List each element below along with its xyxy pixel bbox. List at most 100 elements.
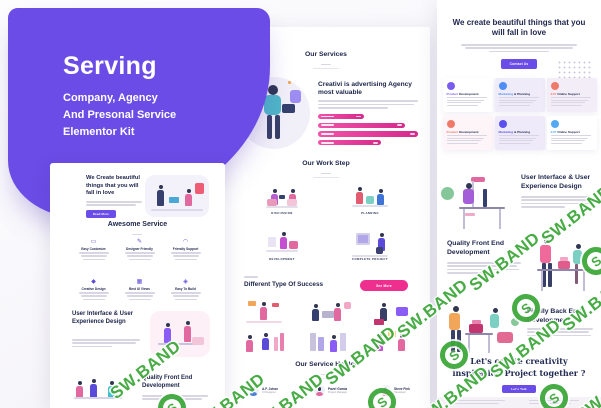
left-uiux-title: User Interface & User Experience Design: [72, 311, 134, 325]
illustration-shape: [184, 321, 191, 342]
placeholder-line: [498, 104, 530, 107]
illustration-shape: [449, 313, 460, 330]
illustration-shape: [287, 199, 297, 206]
step-label: Complete Project: [352, 257, 388, 261]
illustration-shape: [246, 335, 253, 352]
section-title-work-step: Our Work Step: [302, 160, 350, 167]
service-icon: [446, 119, 455, 128]
see-more-button[interactable]: See More: [360, 280, 408, 291]
illustration-shape: [537, 269, 589, 271]
divider: [132, 233, 142, 236]
illustration-shape: [280, 333, 284, 351]
feature-cell: ◆Creative Design: [72, 279, 115, 302]
illustration-shape: [352, 255, 388, 257]
monitor-icon: ▭: [90, 239, 97, 245]
progress-bar: [318, 139, 382, 146]
illustration-shape: [266, 206, 298, 208]
layout-icon: ▦: [136, 279, 143, 285]
left-hero-illustration: [145, 175, 209, 217]
service-card: Marketing & Planning: [495, 116, 545, 150]
step-illustration: [352, 229, 388, 257]
placeholder-line: [172, 295, 199, 297]
illustration-shape: [398, 334, 405, 351]
illustration-shape: [540, 245, 551, 263]
illustration-shape: [453, 306, 459, 312]
placeholder-line: [174, 298, 197, 301]
illustration-shape: [274, 337, 278, 351]
build-icon: ◈: [183, 279, 188, 285]
kit-title: Serving: [63, 52, 157, 80]
member-name: A.F. Johan: [262, 386, 278, 391]
illustration-shape: [374, 319, 384, 325]
illustration-shape: [542, 263, 546, 287]
illustration-shape: [169, 197, 179, 203]
step-illustration: [264, 229, 300, 255]
work-step: Planning: [344, 183, 396, 215]
service-card-title: Marketing & Planning: [498, 129, 531, 134]
placeholder-line: [550, 142, 582, 145]
cta-button[interactable]: Let's Talk: [502, 385, 536, 393]
divider: [321, 172, 331, 175]
section-title-service-holder: Our Service Holder: [295, 361, 357, 368]
illustration-shape: [74, 397, 122, 399]
success-item: [368, 329, 416, 355]
success-item: [240, 329, 288, 355]
subtext-line: [313, 67, 339, 70]
illustration-shape: [195, 183, 204, 194]
illustration-shape: [483, 189, 487, 207]
service-card-title: 24/7 Online Support: [550, 129, 580, 134]
step-illustration: [264, 183, 300, 209]
progress-bar: [318, 113, 364, 120]
subtext-line: [313, 176, 339, 179]
illustration-shape: [310, 333, 316, 351]
right-hero-button[interactable]: Contact Us: [501, 59, 537, 69]
divider: [321, 63, 331, 66]
illustration-shape: [583, 271, 585, 291]
illustration-shape: [267, 199, 277, 206]
service-icon: [498, 119, 507, 128]
left-hero-button[interactable]: Read More: [86, 210, 116, 218]
section-title-awesome-service: Awesome Service: [107, 221, 168, 228]
divider: [321, 373, 331, 376]
illustration-shape: [248, 301, 256, 306]
placeholder-line: [82, 298, 105, 301]
illustration-shape: [164, 323, 171, 343]
creativi-title: Creativi is advertising Agency most valu…: [318, 81, 412, 97]
service-icon: [446, 81, 455, 90]
placeholder-line: [170, 292, 201, 294]
illustration-shape: [465, 333, 493, 335]
service-card: Marketing & Planning: [495, 78, 545, 112]
illustration-shape: [471, 177, 485, 182]
illustration-shape: [441, 187, 454, 200]
right-uiux-title: User Interface & User Experience Design: [521, 174, 591, 190]
placeholder-line: [446, 142, 478, 145]
progress-bar: [318, 122, 405, 129]
illustration-shape: [267, 115, 272, 139]
section-title-success: Different Type Of Success: [244, 281, 324, 288]
left-uiux-illustration: [150, 311, 210, 357]
feature-title: Designer Friendly: [126, 246, 153, 251]
service-card: 24/7 Online Support: [547, 116, 597, 150]
illustration-shape: [499, 209, 501, 229]
illustration-shape: [279, 195, 285, 199]
feature-title: Easy Customize: [81, 246, 106, 251]
illustration-shape: [472, 320, 481, 324]
illustration-shape: [108, 381, 115, 399]
illustration-shape: [312, 304, 319, 321]
section-title-our-services: Our Services: [305, 51, 347, 58]
illustration-shape: [376, 247, 383, 254]
illustration-shape: [262, 333, 269, 350]
placeholder-line: [446, 140, 481, 142]
placeholder-line: [446, 99, 484, 101]
placeholder-line: [80, 255, 107, 257]
placeholder-line: [446, 104, 478, 107]
illustration-shape: [548, 263, 552, 287]
placeholder-line: [550, 97, 591, 99]
placeholder-line: [126, 295, 153, 297]
placeholder-line: [498, 135, 539, 137]
placeholder-line: [78, 292, 109, 294]
